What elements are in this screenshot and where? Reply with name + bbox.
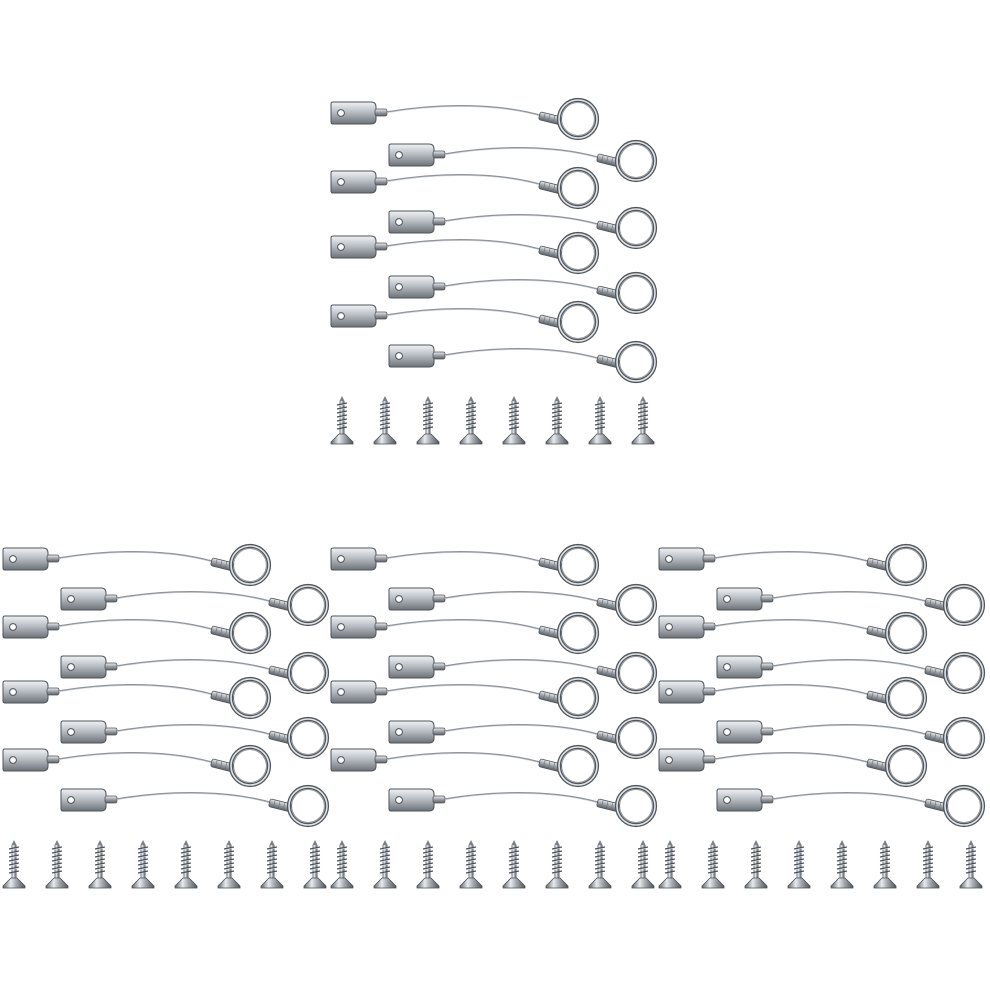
screw (545, 395, 569, 445)
screw (701, 839, 725, 889)
lanyard (331, 747, 597, 785)
screw (2, 839, 26, 889)
lanyard (389, 274, 655, 312)
screw (787, 839, 811, 889)
screw (873, 839, 897, 889)
lanyard (717, 787, 983, 825)
screw (260, 839, 284, 889)
lanyard (331, 234, 597, 272)
screw (502, 839, 526, 889)
screw (373, 395, 397, 445)
lanyard (61, 787, 327, 825)
screw (631, 839, 655, 889)
screw (373, 839, 397, 889)
screw (588, 839, 612, 889)
screw (459, 395, 483, 445)
screw (830, 839, 854, 889)
lanyard (331, 169, 597, 207)
lanyard (3, 614, 269, 652)
lanyard (717, 719, 983, 757)
lanyard (331, 679, 597, 717)
lanyard (389, 586, 655, 624)
lanyard (3, 546, 269, 584)
screw (588, 395, 612, 445)
screw (916, 839, 940, 889)
screw (459, 839, 483, 889)
screw (545, 839, 569, 889)
lanyard-set-bottom-right (658, 546, 983, 889)
lanyard (659, 679, 925, 717)
screw (303, 839, 327, 889)
lanyard (389, 787, 655, 825)
screw (330, 839, 354, 889)
lanyard (717, 586, 983, 624)
screw (959, 839, 983, 889)
screw (174, 839, 198, 889)
lanyard (331, 100, 597, 138)
screw (45, 839, 69, 889)
lanyard (331, 303, 597, 341)
screw (658, 839, 682, 889)
lanyard (659, 614, 925, 652)
lanyard (61, 719, 327, 757)
lanyard (61, 586, 327, 624)
lanyard (331, 546, 597, 584)
lanyard (389, 142, 655, 180)
lanyard-set-top (330, 100, 655, 445)
lanyard (389, 719, 655, 757)
screw (502, 395, 526, 445)
screw (88, 839, 112, 889)
screw (631, 395, 655, 445)
lanyard (659, 747, 925, 785)
lanyard-set-bottom-middle (330, 546, 655, 889)
lanyard (3, 679, 269, 717)
screw (131, 839, 155, 889)
screw (217, 839, 241, 889)
lanyard (3, 747, 269, 785)
screw (416, 839, 440, 889)
screw (416, 395, 440, 445)
lanyard (331, 614, 597, 652)
lanyard-set-bottom-left (2, 546, 327, 889)
lanyard (389, 343, 655, 381)
lanyard (659, 546, 925, 584)
screw (744, 839, 768, 889)
screw (330, 395, 354, 445)
